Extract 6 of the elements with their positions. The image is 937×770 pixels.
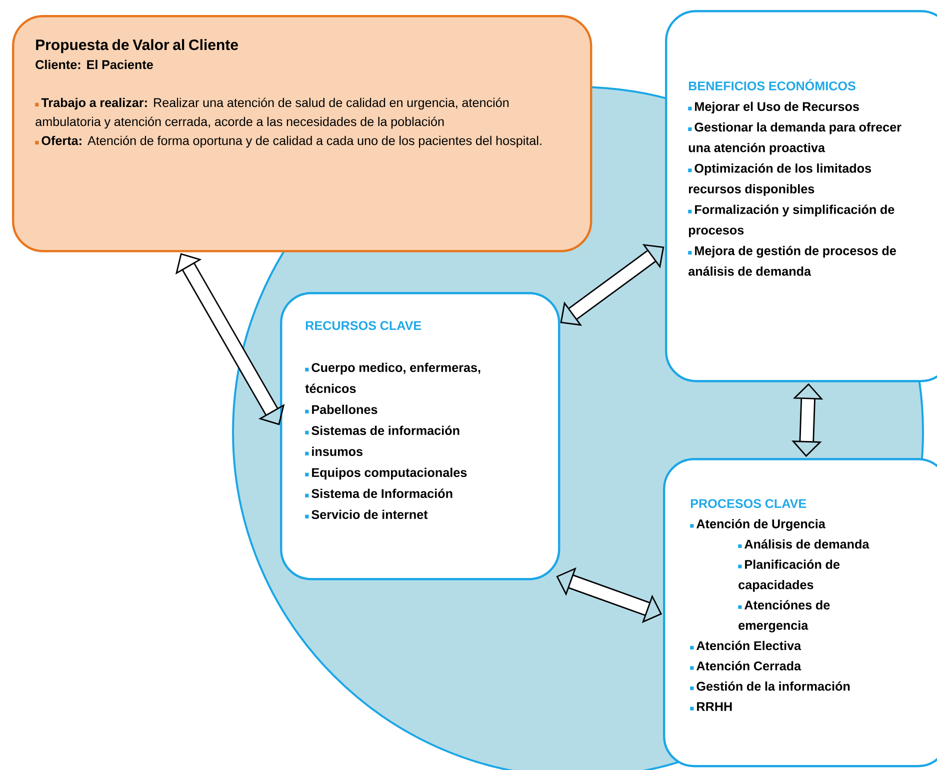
double-arrow: [175, 253, 285, 426]
rounded-box: RECURSOS CLAVE Cuerpo medico, enfermeras, técnicos Pabellones Sistemas de información insumos Equipos computacionales Sistema de Información Servicio de internet: [280, 292, 560, 580]
rounded-box: BENEFICIOS ECONÓMICOS Mejorar el Uso de Recursos Gestionar la demanda para ofrecer una atención proactiva Optimización de los limitados recursos disponibles Formalización y simplificación de procesos Mejora de gestión de procesos de análisis de demanda: [665, 10, 937, 382]
rounded-box: PROCESOS CLAVE Atención de Urgencia Análisis de demanda Planificación de capacidades Atenciónes de emergencia Atención Electiva Atención Cerrada Gestión de la información RRHH: [663, 458, 937, 768]
value-proposition-box: Propuesta de Valor al Cliente Cliente: El Paciente Trabajo a realizar: Realizar una atención de salud de calidad en urgencia, atención ambulatoria y atención cerrada, acorde a las necesidades de la población Oferta: Atención de forma oportuna y de calidad a cada uno de los pacientes del hospital.: [12, 15, 592, 252]
double-arrow: [560, 244, 664, 326]
